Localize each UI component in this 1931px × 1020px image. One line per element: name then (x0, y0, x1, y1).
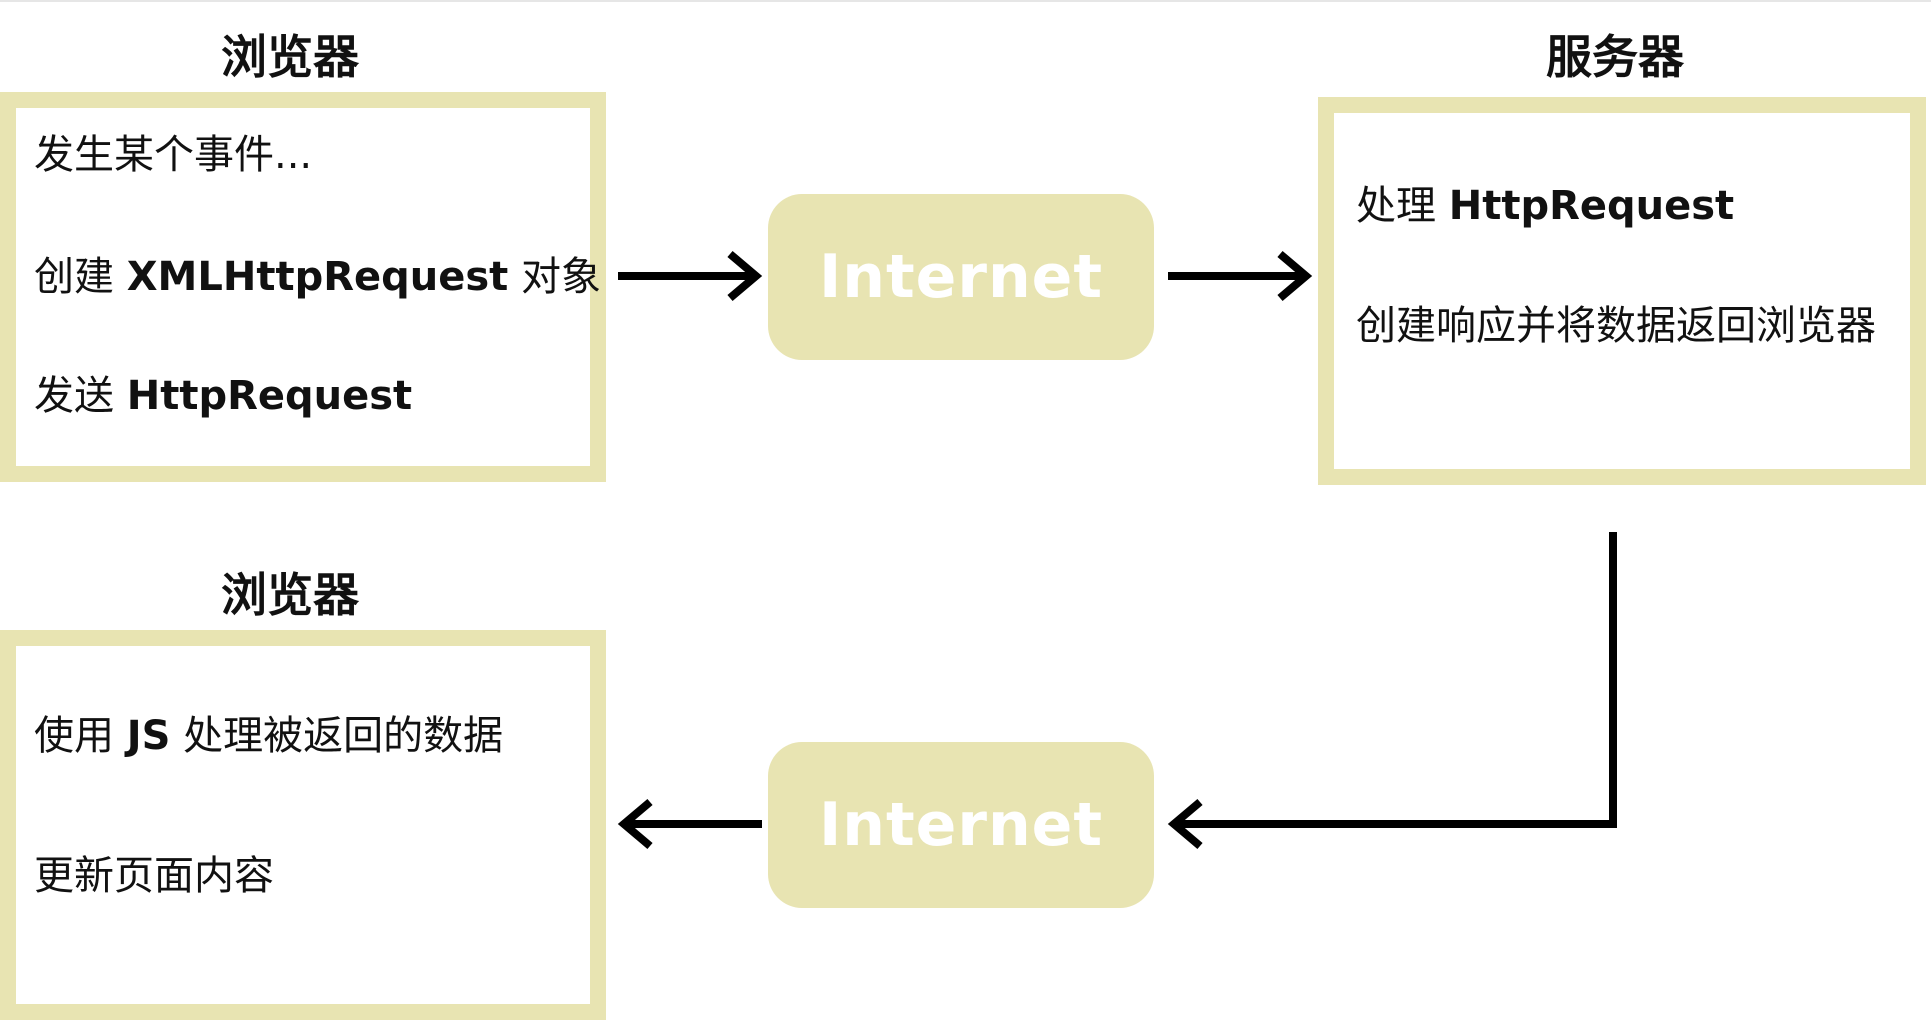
browser-bottom-line-1: 使用 JS 处理被返回的数据 (34, 716, 503, 756)
browser-top-line-2-bold: XMLHttpRequest (126, 254, 509, 300)
browser-top-line-2-pre: 创建 (34, 254, 127, 300)
arrow-server-to-internet (1178, 532, 1617, 828)
browser-top-line-3-bold: HttpRequest (126, 373, 413, 419)
top-divider (0, 0, 1931, 2)
browser-top-line-2-post: 对象 (508, 254, 602, 300)
server-panel (1318, 97, 1926, 485)
arrow-internet-to-browser-head (617, 798, 653, 850)
browser-bottom-line-1-pre: 使用 (34, 713, 127, 759)
browser-bottom-panel (0, 630, 606, 1020)
internet-top-pill: Internet (768, 194, 1154, 360)
browser-top-title: 浏览器 (221, 30, 359, 84)
server-line-1: 处理 HttpRequest (1356, 186, 1734, 226)
server-line-2: 创建响应并将数据返回浏览器 (1356, 303, 1876, 349)
browser-top-line-3-pre: 发送 (34, 373, 127, 419)
internet-bottom-pill: Internet (768, 742, 1154, 908)
arrow-browser-to-internet-head (727, 250, 763, 302)
browser-top-line-3: 发送 HttpRequest (34, 376, 412, 416)
browser-top-panel (0, 92, 606, 482)
arrow-server-to-internet-head (1167, 798, 1203, 850)
browser-top-line-2: 创建 XMLHttpRequest 对象 (34, 257, 601, 297)
internet-top-label: Internet (818, 242, 1104, 312)
browser-bottom-title: 浏览器 (221, 568, 359, 622)
browser-bottom-line-2: 更新页面内容 (34, 853, 274, 899)
server-line-1-bold: HttpRequest (1448, 183, 1735, 229)
browser-top-line-1: 发生某个事件... (34, 132, 313, 178)
internet-bottom-label: Internet (818, 790, 1104, 860)
server-line-1-pre: 处理 (1356, 183, 1449, 229)
server-title: 服务器 (1546, 30, 1684, 84)
browser-bottom-line-1-post: 处理被返回的数据 (170, 713, 504, 759)
browser-bottom-line-1-bold: JS (126, 713, 171, 759)
arrow-internet-to-server-head (1277, 250, 1313, 302)
